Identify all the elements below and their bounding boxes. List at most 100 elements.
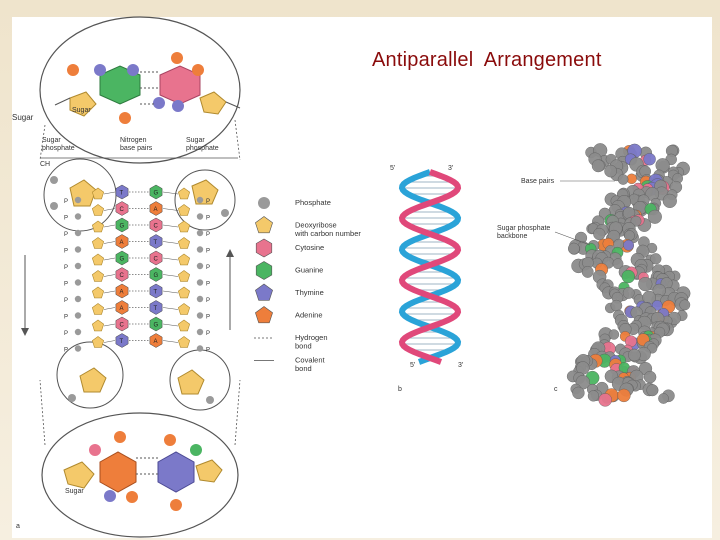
base-letter: G <box>154 191 159 197</box>
base-letter: A <box>120 306 124 312</box>
base-letter: G <box>154 273 159 279</box>
base-right <box>149 184 163 200</box>
base-letter: C <box>154 224 159 230</box>
svg-text:P: P <box>64 282 68 288</box>
base-letter: A <box>120 240 124 246</box>
legend-label: Adenine <box>295 311 323 320</box>
slide-title: Antiparallel Arrangement <box>372 49 602 71</box>
base-right <box>149 283 163 299</box>
svg-text:P: P <box>206 282 210 288</box>
base-letter: A <box>120 290 124 296</box>
base-left <box>115 217 129 233</box>
strand-pink <box>398 169 462 365</box>
svg-text:P: P <box>64 348 68 354</box>
svg-text:P: P <box>64 331 68 337</box>
base-left <box>115 184 129 200</box>
svg-text:P: P <box>206 249 210 255</box>
svg-text:P: P <box>206 298 210 304</box>
top-detail-oval <box>39 16 241 164</box>
svg-text:P: P <box>64 298 68 304</box>
base-right <box>149 333 163 348</box>
base-left <box>115 201 129 216</box>
right-zoom-circle <box>174 169 236 231</box>
helix-top-left-label: 5' <box>390 165 395 172</box>
legend-symbol <box>255 238 273 258</box>
base-letter: C <box>120 323 125 329</box>
svg-text:P: P <box>64 265 68 271</box>
ch-label: CH <box>40 161 50 168</box>
base-left <box>115 316 129 332</box>
legend-label: Phosphate <box>295 198 331 207</box>
sugar-label-bottom: Sugar <box>65 488 84 495</box>
svg-text:P: P <box>206 232 210 238</box>
base-left <box>115 333 129 348</box>
bottom-base-pair-detail <box>63 431 223 511</box>
base-pair-ladder: P P T G P P C A P P G C P P A T P P G C P P C G P P A T P P A T P P C G P P T A <box>64 184 210 354</box>
space-filling-model <box>566 143 691 407</box>
svg-text:P: P <box>64 315 68 321</box>
base-right <box>149 250 163 266</box>
base-left <box>115 283 129 299</box>
legend-symbol <box>255 216 273 234</box>
double-helix <box>398 169 462 365</box>
svg-text:P: P <box>206 348 210 354</box>
panel-a-letter: a <box>16 523 20 530</box>
base-right <box>149 267 163 282</box>
base-letter: T <box>154 306 158 312</box>
base-left <box>115 267 129 282</box>
sugar-label-top: Sugar <box>72 107 91 114</box>
base-left <box>115 250 129 266</box>
base-letter: A <box>154 207 158 213</box>
legend-symbol <box>255 261 273 280</box>
legend-label: Guanine <box>295 266 323 275</box>
svg-text:P: P <box>64 232 68 238</box>
legend-symbol <box>255 283 273 301</box>
base-letter: T <box>120 191 124 197</box>
base-letter: G <box>120 224 125 230</box>
base-right <box>149 201 163 216</box>
base-letter: G <box>120 257 125 263</box>
legend-label: Thymine <box>295 288 324 297</box>
panel-c-letter: c <box>554 386 558 393</box>
helix-bottom-left-label: 5' <box>410 362 415 369</box>
base-right <box>149 234 163 249</box>
base-right <box>149 217 163 233</box>
svg-text:P: P <box>206 315 210 321</box>
svg-text:P: P <box>64 199 68 205</box>
base-left <box>115 300 129 315</box>
svg-text:P: P <box>206 199 210 205</box>
left-lower-zoom-circle <box>56 341 124 409</box>
panel-b-letter: b <box>398 386 402 393</box>
legend-symbol <box>255 306 273 324</box>
base-letter: C <box>120 273 125 279</box>
helix-bottom-right-label: 3' <box>458 362 463 369</box>
sugar-label: Sugar <box>12 113 34 122</box>
base-left <box>115 234 129 249</box>
base-letter: C <box>120 207 125 213</box>
svg-text:P: P <box>64 216 68 222</box>
base-letter: T <box>120 339 124 345</box>
base-letter: C <box>154 257 159 263</box>
svg-text:P: P <box>64 249 68 255</box>
base-right <box>149 316 163 332</box>
svg-text:P: P <box>206 265 210 271</box>
base-letter: G <box>154 323 159 329</box>
legend-label: Cytosine <box>295 243 324 252</box>
base-letter: A <box>154 339 158 345</box>
svg-text:P: P <box>206 216 210 222</box>
base-letter: T <box>154 240 158 246</box>
legend-symbol <box>258 197 270 209</box>
svg-text:P: P <box>206 331 210 337</box>
base-letter: T <box>154 290 158 296</box>
